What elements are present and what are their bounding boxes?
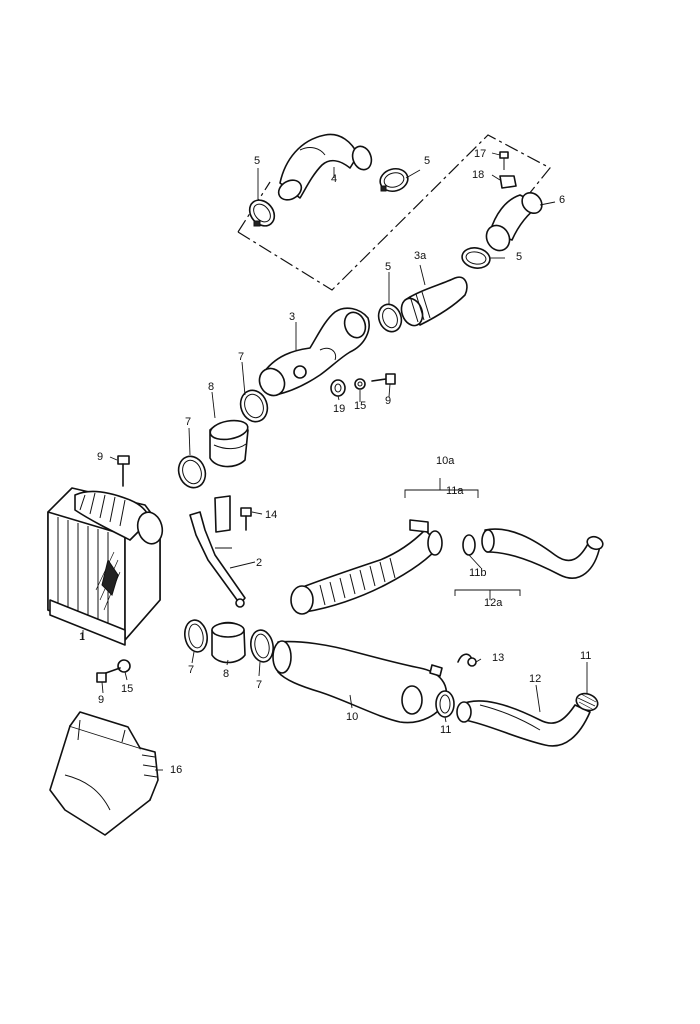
bracket-13 [457,653,477,667]
bracket-10a [404,478,479,498]
callout-11: 11 [580,650,591,662]
clamp-11-right [575,692,599,712]
washer-15-lower [117,659,131,673]
callout-6: 6 [559,194,565,206]
pipe-10 [272,640,447,724]
callout-12a: 12a [484,597,503,609]
clamp-11b [462,534,476,556]
callout-13: 13 [492,652,504,664]
callout-8: 8 [208,381,214,393]
bolt-14 [240,507,252,531]
callout-labels: 5 4 5 17 18 6 5 3a 5 3 7 8 7 19 15 9 9 1… [79,148,591,776]
callout-10a: 10a [436,455,455,467]
washer-15 [354,378,366,390]
clamp-11-lower [435,690,455,718]
callout-9: 9 [97,451,103,463]
sleeve-8-upper [209,419,249,468]
callout-3a: 3a [414,250,427,262]
clamp-7-lower-b [250,629,274,663]
callout-17: 17 [474,148,486,160]
pipe-3 [258,307,370,397]
callout-10: 10 [346,711,358,723]
callout-11b: 11b [469,567,487,579]
bracket-12a [454,589,521,600]
callout-5: 5 [424,155,430,167]
leader-lines [82,152,588,771]
callout-15: 15 [354,400,366,412]
callout-8: 8 [223,668,229,680]
intercooler-fins [57,517,121,632]
hose-4 [277,133,373,201]
callout-9: 9 [385,395,391,407]
hose-3a [400,276,468,327]
clamp-5-right [379,167,409,193]
callout-14: 14 [265,509,277,521]
callout-3: 3 [289,311,295,323]
clamp-7-upper-a [239,389,269,423]
bolt-9-upper [371,373,396,385]
callout-18: 18 [472,169,484,181]
bolt-17 [499,151,509,170]
bolt-9-top [117,455,130,487]
hose-6 [485,191,543,252]
callout-15: 15 [121,683,133,695]
callout-7: 7 [188,664,194,676]
hose-12 [456,700,591,747]
callout-5: 5 [385,261,391,273]
intercooler-1 [47,487,164,646]
sleeve-8-lower [211,621,246,664]
callout-4: 4 [331,173,337,185]
clamp-7-upper-b [177,455,207,489]
callout-7: 7 [185,416,191,428]
clamp-7-lower-a [184,619,208,653]
hose-12a [481,528,604,579]
callout-12: 12 [529,673,541,685]
callout-9: 9 [98,694,104,706]
pipe-assembly-10a [290,519,443,615]
clamp-5-hose6 [461,247,491,269]
clamp-5-left [248,199,276,227]
callout-7: 7 [238,351,244,363]
callout-11: 11 [440,724,451,736]
bracket-18 [499,175,517,189]
clamp-5-hose3a [377,303,403,333]
callout-16: 16 [170,764,182,776]
callout-7: 7 [256,679,262,691]
grommet-19 [330,379,346,397]
callout-19: 19 [333,403,345,415]
callout-2: 2 [256,557,262,569]
bolt-9-lower [96,667,121,683]
callout-5: 5 [254,155,260,167]
callout-5: 5 [516,251,522,263]
bracket-2 [189,495,246,608]
air-duct-16 [49,711,159,836]
callout-1: 1 [79,631,85,643]
callout-11a: 11a [446,485,464,497]
